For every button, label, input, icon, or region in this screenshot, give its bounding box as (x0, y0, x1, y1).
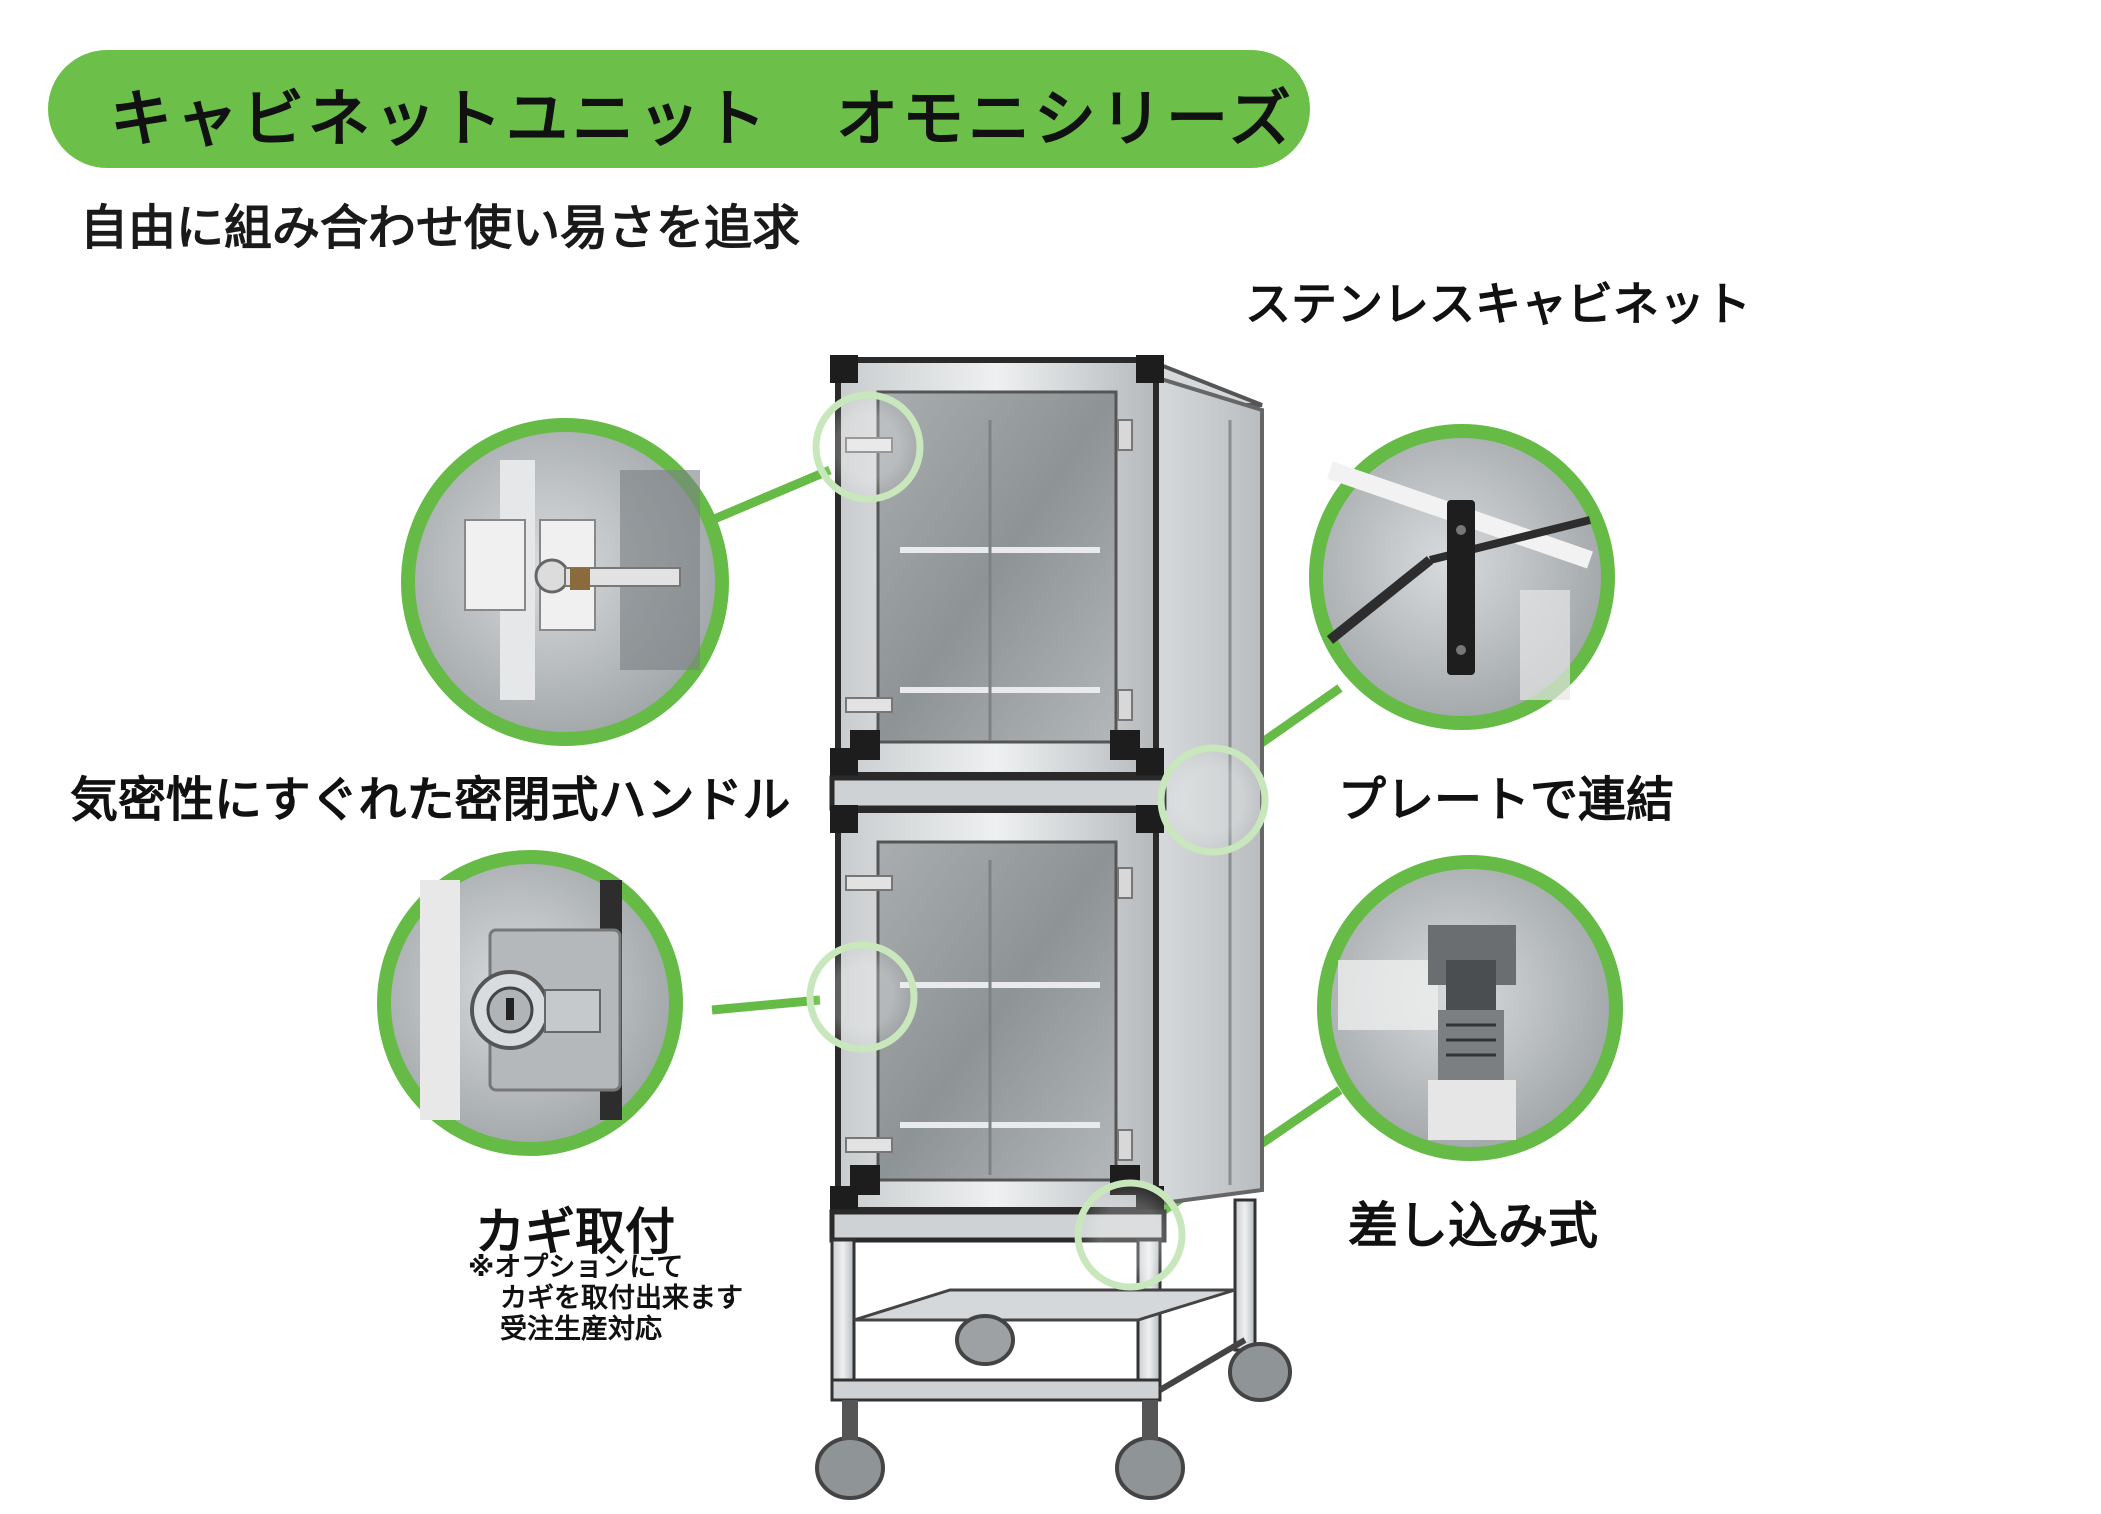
product-name: ステンレスキャビネット (1245, 277, 1751, 331)
key-lock-closeup-icon (377, 850, 683, 1156)
note-line: ※オプションにて (468, 1252, 684, 1283)
detail-markers (806, 391, 1269, 1291)
title-banner (48, 50, 1310, 168)
feature-label-key: カギ取付 (475, 1203, 675, 1261)
key-option-note: ※オプションにて カギを取付出来ます 受注生産対応 (468, 1252, 743, 1345)
page-title: キャビネットユニット オモニシリーズ (110, 82, 1295, 155)
page-subtitle: 自由に組み合わせ使い易さを追求 (80, 200, 801, 256)
handle-closeup-icon (401, 418, 729, 746)
feature-label-plate: プレートで連結 (1338, 772, 1675, 828)
feature-label-insert: 差し込み式 (1348, 1197, 1598, 1255)
insert-joint-closeup-icon (1317, 855, 1623, 1161)
note-line: 受注生産対応 (500, 1314, 662, 1345)
feature-label-handle: 気密性にすぐれた密閉式ハンドル (70, 772, 791, 828)
stainless-cabinet-photo (815, 355, 1292, 1500)
note-line: カギを取付出来ます (500, 1283, 743, 1314)
plate-closeup-icon (1309, 424, 1615, 730)
